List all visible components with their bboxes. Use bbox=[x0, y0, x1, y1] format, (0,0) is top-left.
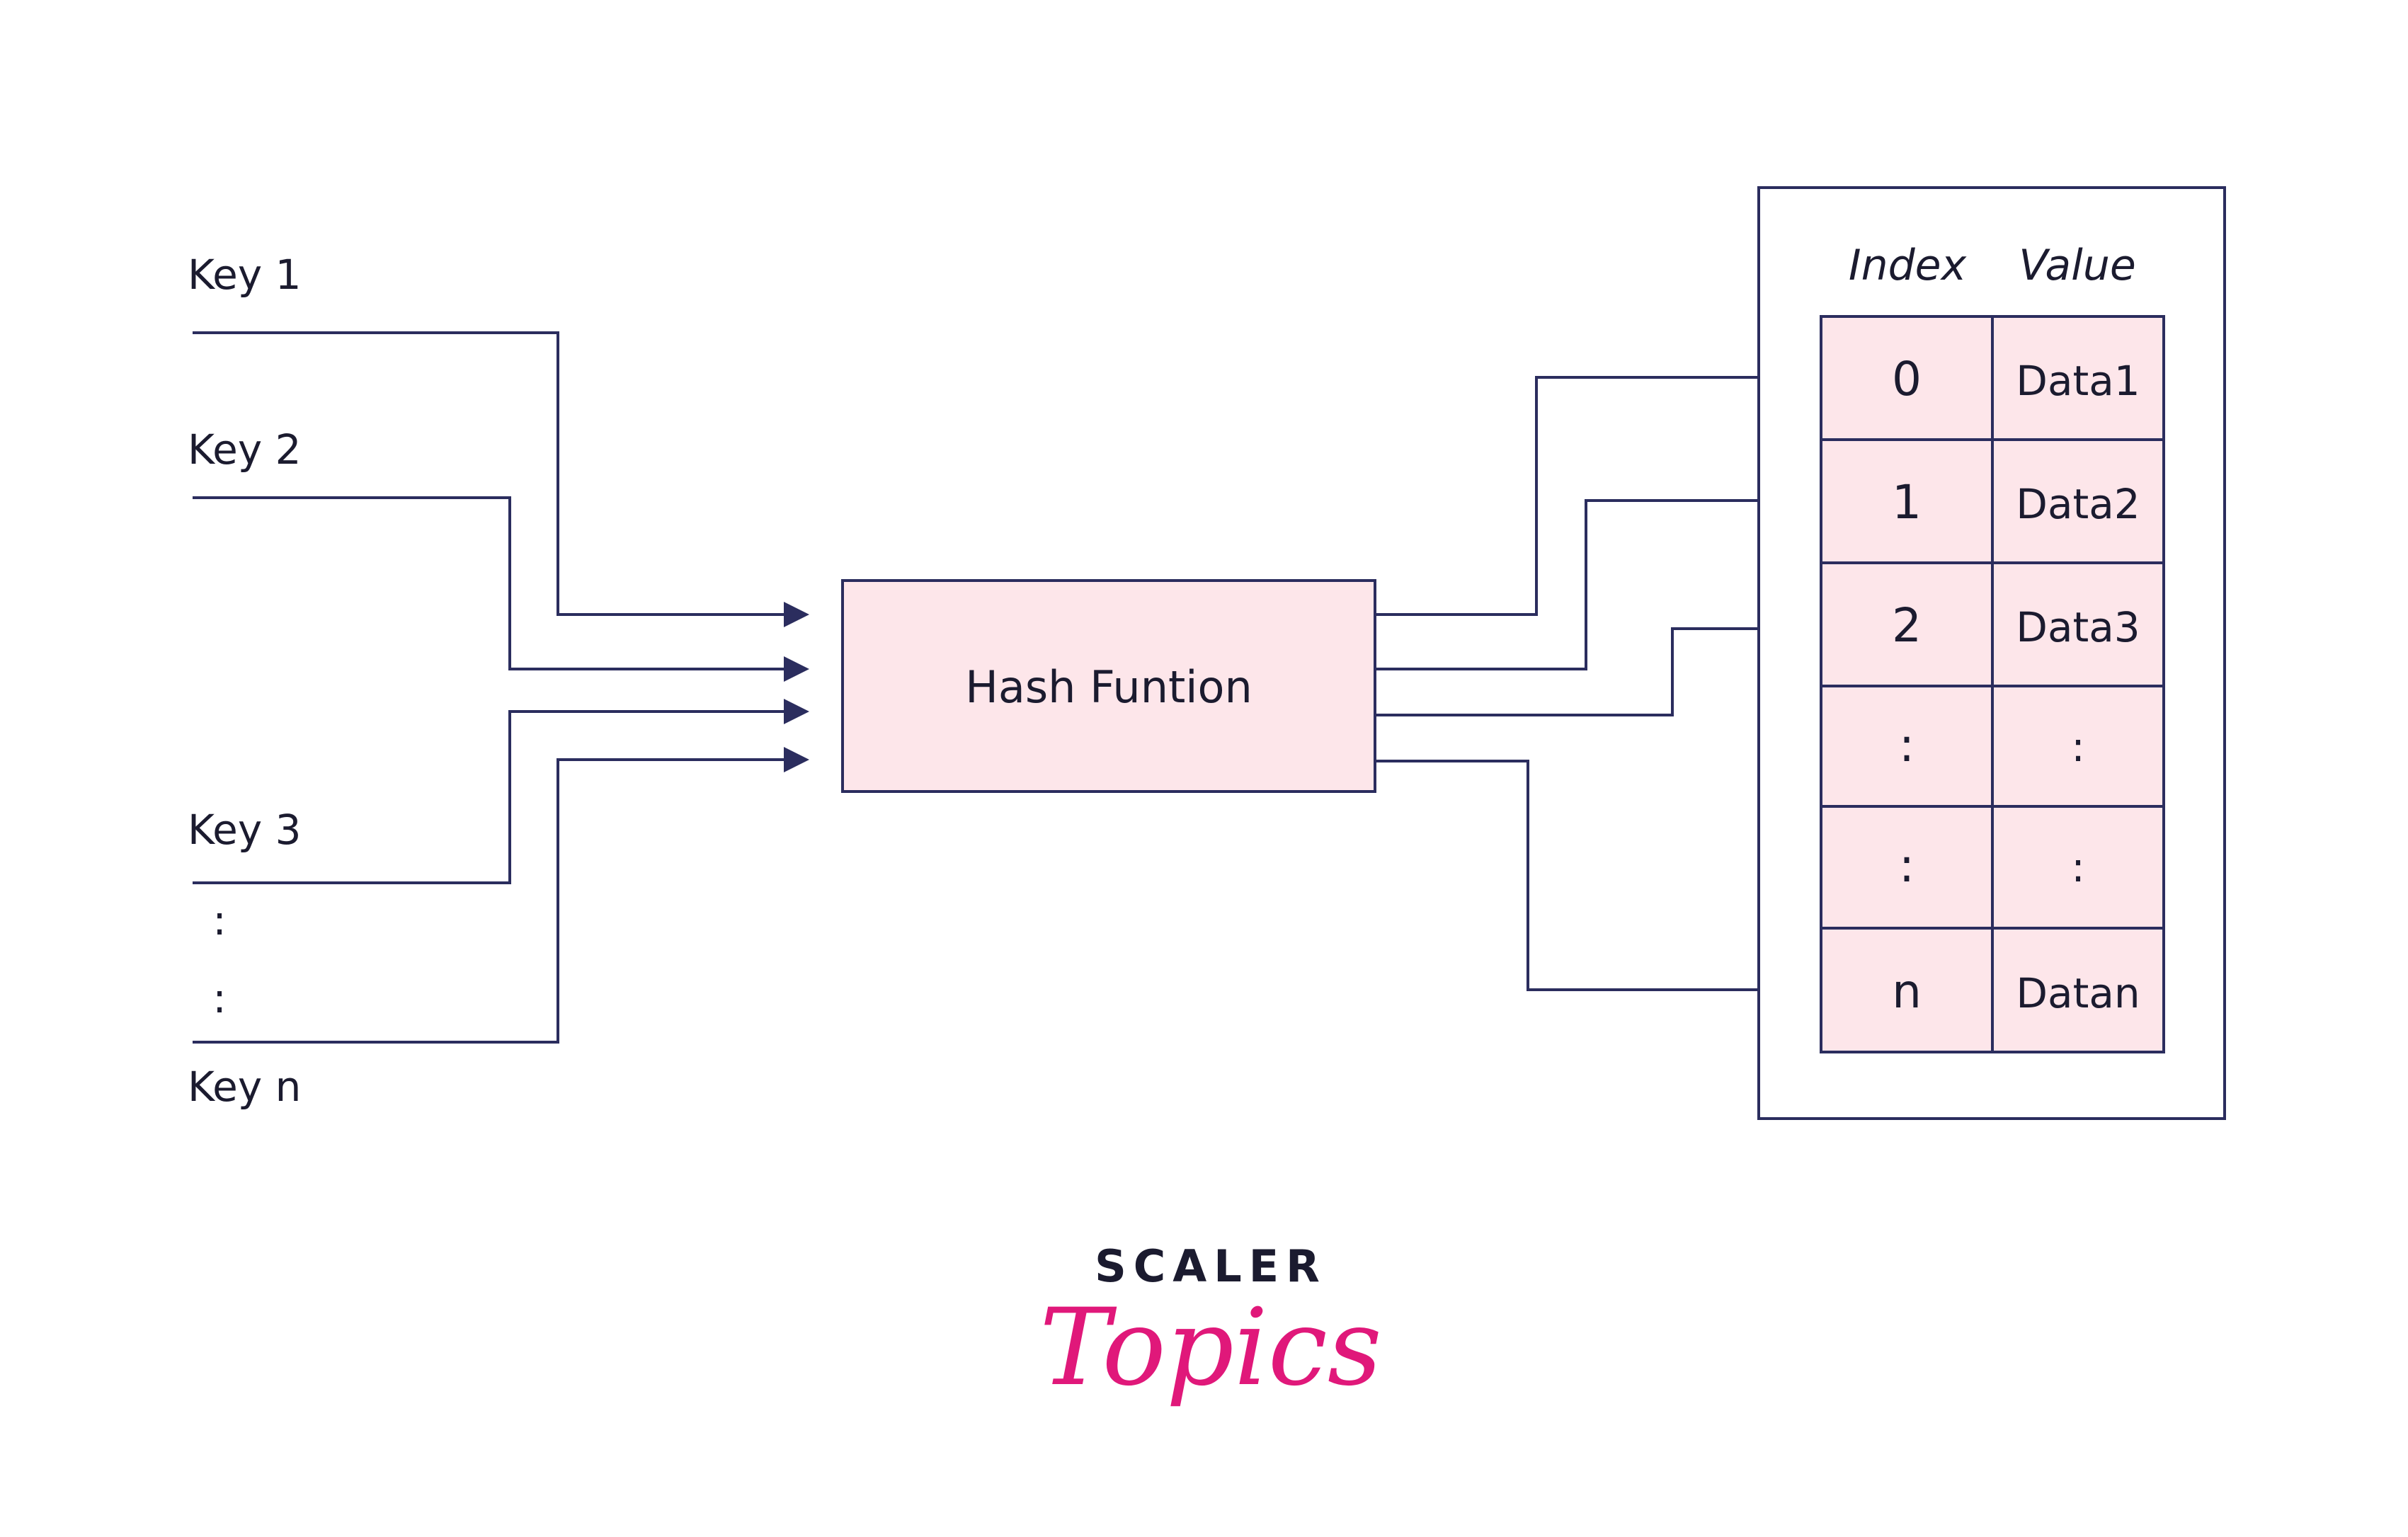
arrow-in-4 bbox=[784, 747, 809, 772]
table-row: : : bbox=[1820, 805, 2165, 930]
value-text: Data3 bbox=[2016, 603, 2140, 651]
hash-function-label: Hash Funtion bbox=[965, 661, 1252, 713]
scaler-topics-logo: SCALER Topics bbox=[1039, 1240, 1382, 1410]
key-label-3: Key 3 bbox=[188, 806, 302, 854]
table-row: : : bbox=[1820, 685, 2165, 808]
table-row: 0 Data1 bbox=[1820, 315, 2165, 441]
key-ellipsis-2: : bbox=[212, 974, 227, 1022]
index-text: n bbox=[1892, 964, 1922, 1019]
value-text: Data2 bbox=[2016, 480, 2140, 528]
value-text: : bbox=[2071, 723, 2085, 771]
wire-key2 bbox=[193, 496, 786, 670]
index-cell bbox=[1820, 315, 1994, 441]
value-cell bbox=[1991, 315, 2165, 441]
value-cell bbox=[1991, 927, 2165, 1053]
wire-out-1 bbox=[1375, 499, 1777, 670]
table-row: n Datan bbox=[1820, 927, 2165, 1053]
table-row: 2 Data3 bbox=[1820, 561, 2165, 687]
value-header: Value bbox=[2019, 241, 2136, 290]
wire-key3 bbox=[193, 710, 786, 884]
value-cell bbox=[1991, 805, 2165, 930]
index-text: 1 bbox=[1892, 475, 1922, 530]
arrow-in-3 bbox=[784, 699, 809, 724]
value-cell bbox=[1991, 685, 2165, 808]
value-text: Datan bbox=[2016, 969, 2140, 1017]
key-label-2: Key 2 bbox=[188, 425, 302, 474]
index-text: 2 bbox=[1892, 598, 1922, 653]
hash-function-box bbox=[841, 579, 1376, 793]
value-text: Data1 bbox=[2016, 357, 2140, 405]
wire-out-0 bbox=[1375, 376, 1777, 616]
key-label-1: Key 1 bbox=[188, 251, 302, 299]
wire-out-2 bbox=[1375, 627, 1777, 716]
wire-key1 bbox=[193, 331, 786, 616]
index-header: Index bbox=[1849, 241, 1967, 290]
brand-scaler: SCALER bbox=[1095, 1240, 1327, 1292]
wire-keyn bbox=[193, 758, 786, 1044]
arrow-in-2 bbox=[784, 656, 809, 682]
index-cell bbox=[1820, 685, 1994, 808]
wire-out-n bbox=[1375, 760, 1777, 991]
index-text: : bbox=[1899, 718, 1915, 772]
key-label-n: Key n bbox=[188, 1063, 301, 1111]
index-text: : bbox=[1899, 838, 1915, 893]
value-text: : bbox=[2071, 843, 2085, 891]
index-cell bbox=[1820, 927, 1994, 1053]
key-ellipsis-1: : bbox=[212, 896, 227, 944]
index-text: 0 bbox=[1892, 352, 1922, 406]
arrow-in-1 bbox=[784, 602, 809, 627]
index-cell bbox=[1820, 805, 1994, 930]
table-row: 1 Data2 bbox=[1820, 438, 2165, 564]
value-cell bbox=[1991, 438, 2165, 564]
brand-topics: Topics bbox=[1039, 1286, 1382, 1410]
value-cell bbox=[1991, 561, 2165, 687]
